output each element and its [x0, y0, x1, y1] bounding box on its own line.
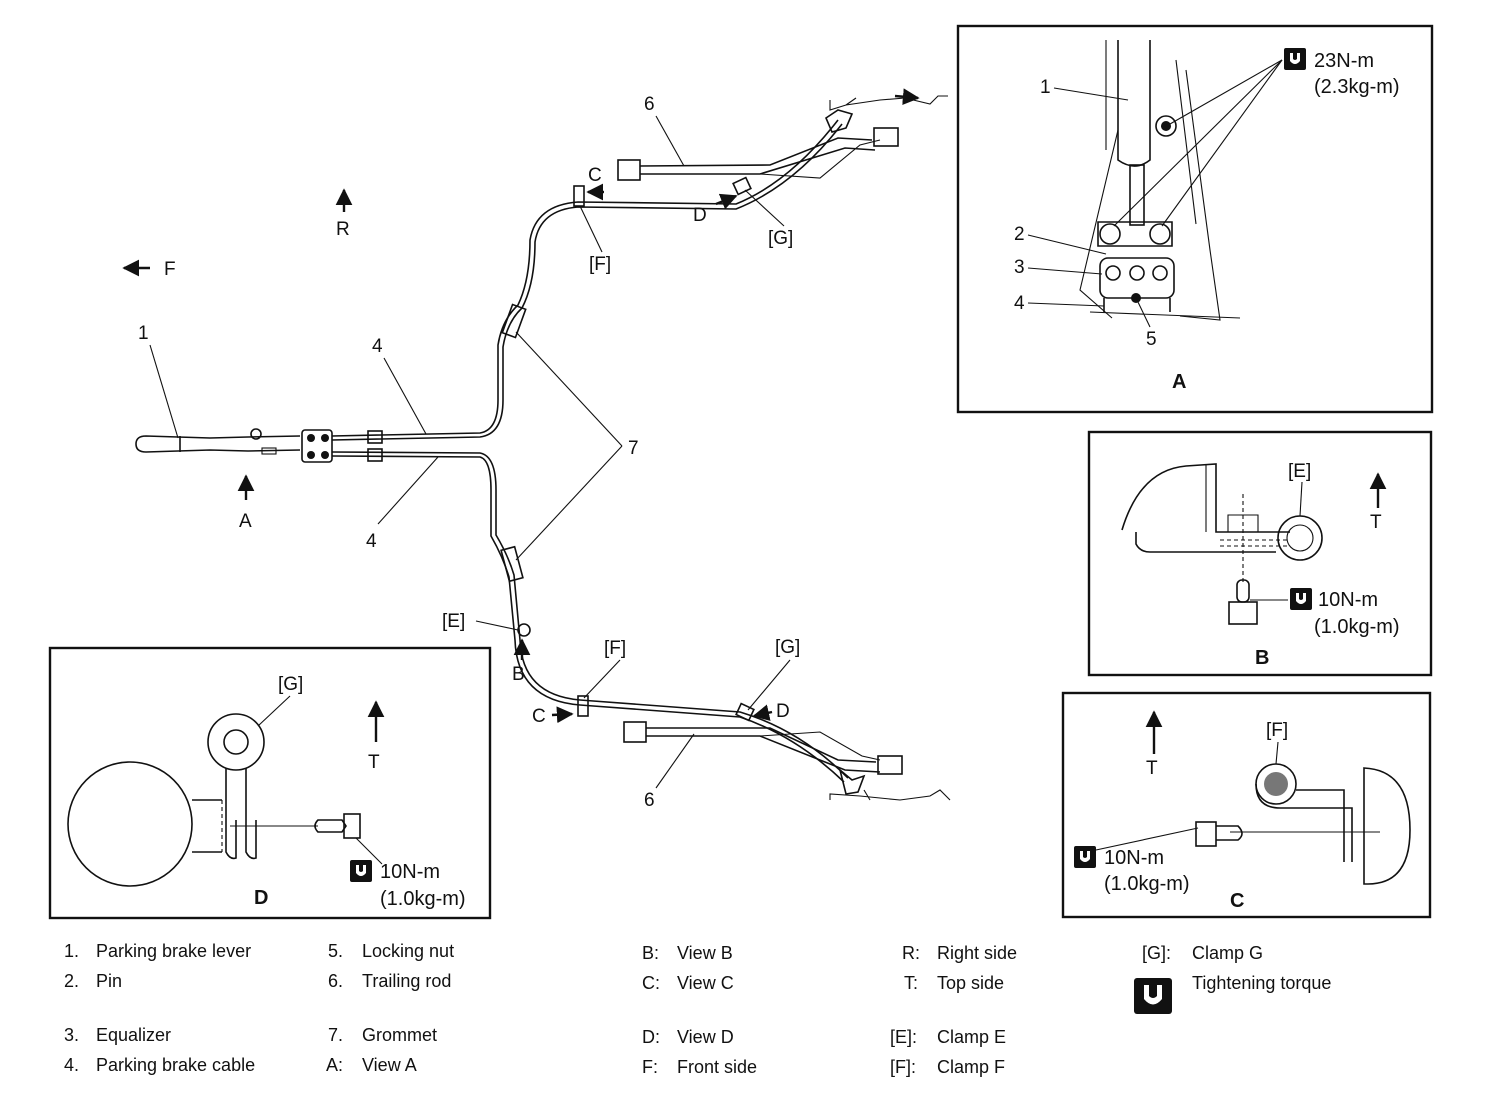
- view-b-torque-nm: 10N-m: [1318, 589, 1378, 611]
- callout-d-lower: D: [776, 701, 790, 722]
- view-c-callout-f: [F]: [1266, 720, 1288, 741]
- torque-wrench-icon: [350, 860, 372, 882]
- view-c-torque-kgm: (1.0kg-m): [1104, 873, 1190, 895]
- view-b-top-label: T: [1370, 512, 1382, 533]
- callout-b: B: [512, 664, 525, 685]
- view-b-panel: 10N-m (1.0kg-m) [E] T B: [1087, 430, 1433, 677]
- parking-brake-cable-left: [331, 448, 849, 783]
- view-a-arrow: A: [237, 474, 255, 532]
- view-a-torque-nm: 23N-m: [1314, 50, 1374, 72]
- callout-g-lower: [G]: [775, 637, 800, 658]
- torque-wrench-icon: [1284, 48, 1306, 70]
- torque-wrench-icon: [1290, 588, 1312, 610]
- parking-brake-cable-right: [331, 119, 843, 444]
- callout-6-upper: 6: [644, 94, 655, 115]
- view-b-title: B: [1255, 647, 1269, 669]
- callout-f-lower: [F]: [604, 638, 626, 659]
- view-c-title: C: [1230, 890, 1244, 912]
- view-d-panel: 10N-m (1.0kg-m) [G] T D: [48, 646, 492, 920]
- view-a-callout-4: 4: [1014, 293, 1025, 314]
- view-a-callout-1: 1: [1040, 77, 1051, 98]
- view-a-callout-2: 2: [1014, 224, 1025, 245]
- trailing-rod-left: [623, 721, 951, 801]
- front-side-arrow: F: [122, 259, 176, 280]
- equalizer: [301, 429, 333, 463]
- callout-e: [E]: [442, 611, 465, 632]
- trailing-rod-right: [617, 88, 948, 181]
- callout-g-upper: [G]: [768, 228, 793, 249]
- callout-4-lower: 4: [366, 531, 377, 552]
- view-d-top-label: T: [368, 752, 380, 773]
- callout-1: 1: [138, 323, 149, 344]
- legend-torque-icon: [1134, 978, 1172, 1014]
- view-c-top-label: T: [1146, 758, 1158, 779]
- view-d-torque-kgm: (1.0kg-m): [380, 888, 466, 910]
- right-side-label: R: [336, 219, 350, 240]
- main-callouts: 1 4 4 7 6 6 C D [F] [G] [E] B C [F] [G] …: [138, 94, 800, 811]
- right-side-arrow: R: [335, 188, 353, 240]
- parking-brake-lever: [135, 428, 301, 455]
- front-side-label: F: [164, 259, 176, 280]
- view-b-torque-kgm: (1.0kg-m): [1314, 616, 1400, 638]
- view-c-panel: 10N-m (1.0kg-m) [F] T C: [1061, 691, 1432, 919]
- callout-4-upper: 4: [372, 336, 383, 357]
- callout-c-upper: C: [588, 165, 602, 186]
- view-d-title: D: [254, 887, 268, 909]
- view-a-panel: 1 2 3 4 5 23N-m (2.3kg-m) A: [956, 24, 1434, 414]
- callout-6-lower: 6: [644, 790, 655, 811]
- view-d-torque-nm: 10N-m: [380, 861, 440, 883]
- view-a-callout-3: 3: [1014, 257, 1025, 278]
- callout-d-upper: D: [693, 205, 707, 226]
- callout-7: 7: [628, 438, 639, 459]
- callout-c-lower: C: [532, 706, 546, 727]
- view-a-callout-5: 5: [1146, 329, 1157, 350]
- view-b-callout-e: [E]: [1288, 461, 1311, 482]
- view-a-torque-kgm: (2.3kg-m): [1314, 76, 1400, 98]
- view-a-title: A: [1172, 371, 1186, 393]
- callout-f-upper: [F]: [589, 254, 611, 275]
- view-c-torque-nm: 10N-m: [1104, 847, 1164, 869]
- torque-wrench-icon: [1074, 846, 1096, 868]
- view-a-label: A: [239, 511, 252, 532]
- view-d-callout-g: [G]: [278, 674, 303, 695]
